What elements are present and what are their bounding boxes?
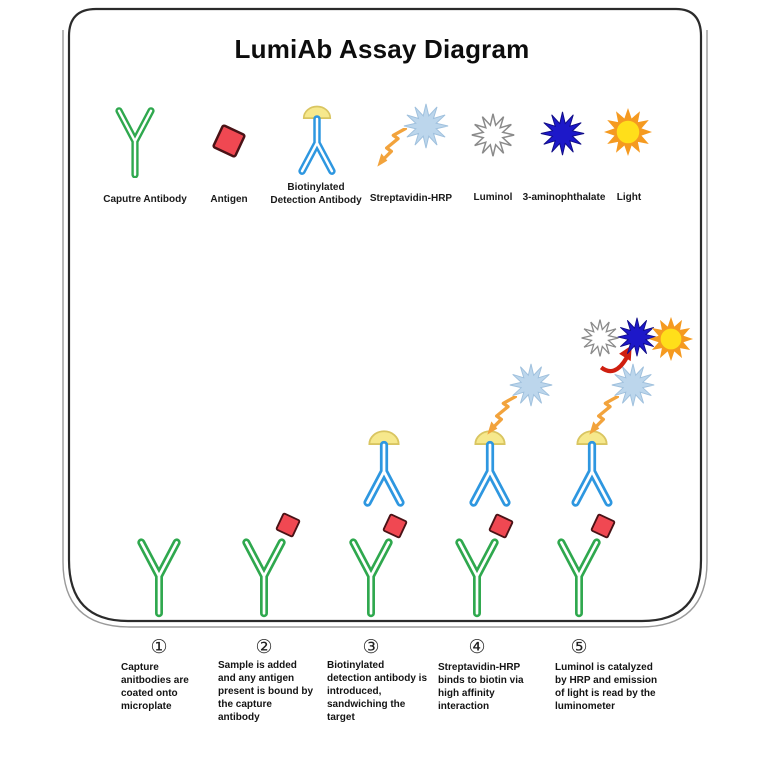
luminol-icon [471, 113, 515, 157]
page-title: LumiAb Assay Diagram [234, 34, 530, 64]
legend-label-aminophthalate: 3-aminophthalate [522, 192, 606, 203]
step-1-number: ① [150, 637, 168, 658]
antigen-icon [211, 123, 247, 159]
legend-label-streptavidin-hrp: Streptavidin-HRP [369, 193, 453, 204]
step-4-number: ④ [468, 637, 486, 658]
step-1-capture-antibody-icon [128, 526, 190, 619]
step-1-description: Capture anitbodies are coated onto micro… [121, 662, 189, 712]
capture-antibody-icon [106, 98, 164, 178]
legend-label-capture-antibody: Caputre Antibody [103, 194, 187, 205]
step-5-number: ⑤ [570, 637, 588, 658]
legend-label-light: Light [616, 192, 642, 203]
step-5-description: Luminol is catalyzed by HRP and emission… [555, 662, 658, 712]
step-2-number: ② [255, 637, 273, 658]
streptavidin-hrp-icon [403, 103, 449, 149]
aminophthalate-icon [540, 111, 585, 156]
step-4-streptavidin-hrp-icon [509, 363, 553, 407]
step-3-number: ③ [362, 637, 380, 658]
step-3-antigen-icon [382, 513, 408, 539]
step-2-description: Sample is added and any antigen present … [218, 660, 314, 723]
legend-label-detection-antibody: Biotinylated Detection Antibody [270, 182, 362, 206]
step-5-antigen-icon [590, 513, 616, 539]
step-4-antigen-icon [488, 513, 514, 539]
legend-label-antigen: Antigen [210, 194, 248, 205]
detection-antibody-icon [288, 94, 346, 182]
step-3-description: Biotinylated detection antibody is intro… [327, 660, 428, 723]
legend-label-luminol: Luminol [473, 192, 513, 203]
step-5-light-icon [648, 316, 694, 362]
step-2-antigen-icon [275, 512, 301, 538]
step-4-description: Streptavidin-HRP binds to biotin via hig… [438, 662, 524, 712]
light-icon [603, 107, 653, 157]
step-3-detection-antibody-icon [352, 418, 416, 514]
